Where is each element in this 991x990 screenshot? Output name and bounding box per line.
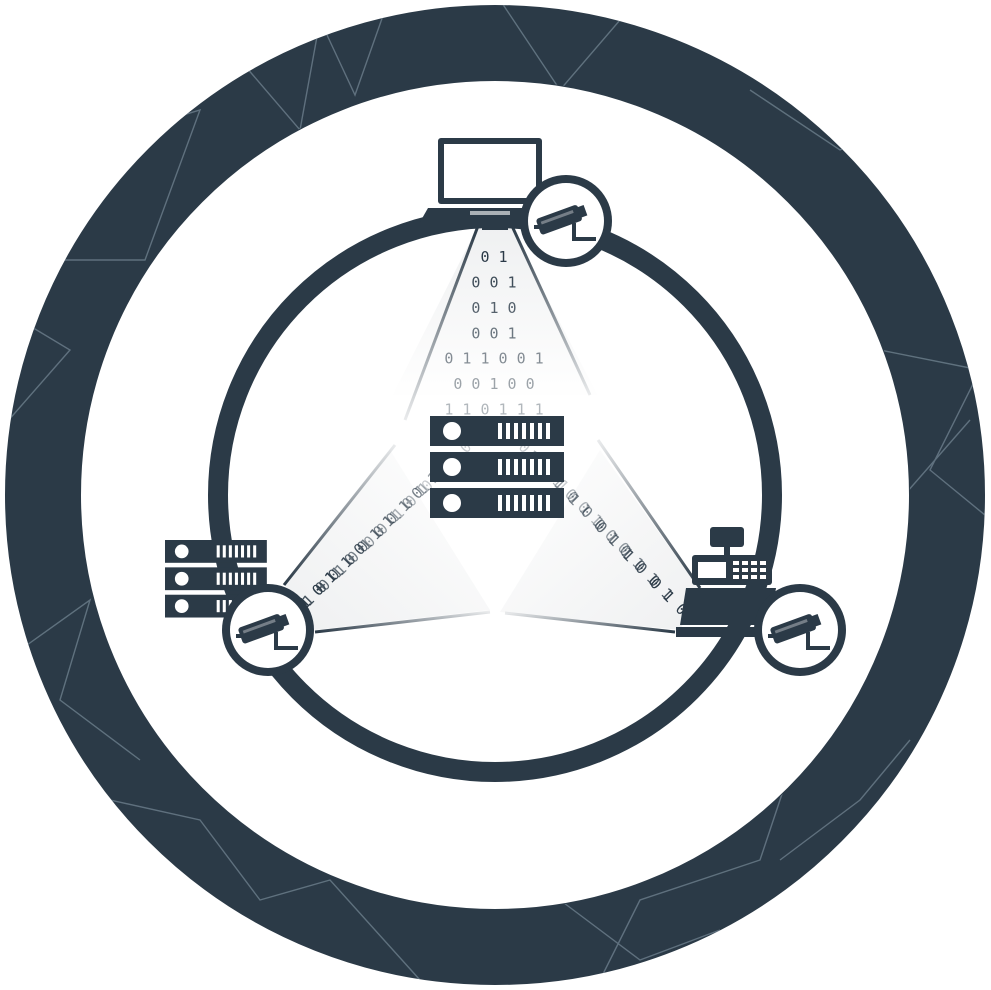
security-camera-left-icon xyxy=(222,584,314,676)
binary-digits: 0 0 1 xyxy=(471,324,516,342)
binary-digits: 0 1 xyxy=(480,248,507,266)
binary-digits: 0 1 1 0 0 1 xyxy=(444,350,543,368)
data-beams xyxy=(282,225,702,634)
binary-digits: 0 0 1 0 0 xyxy=(453,375,534,393)
beam-from-laptop xyxy=(390,226,600,400)
beam-from-register xyxy=(500,450,700,630)
security-camera-top-icon xyxy=(520,175,612,267)
binary-digits: 0 1 0 xyxy=(471,299,516,317)
binary-digits: 0 0 1 xyxy=(471,273,516,291)
security-camera-right-icon xyxy=(754,584,846,676)
binary-digits: 1 1 0 1 1 1 xyxy=(444,401,543,419)
cash-register-icon xyxy=(676,527,776,637)
central-server-icon xyxy=(430,416,564,518)
beam-from-left-server xyxy=(285,450,490,630)
